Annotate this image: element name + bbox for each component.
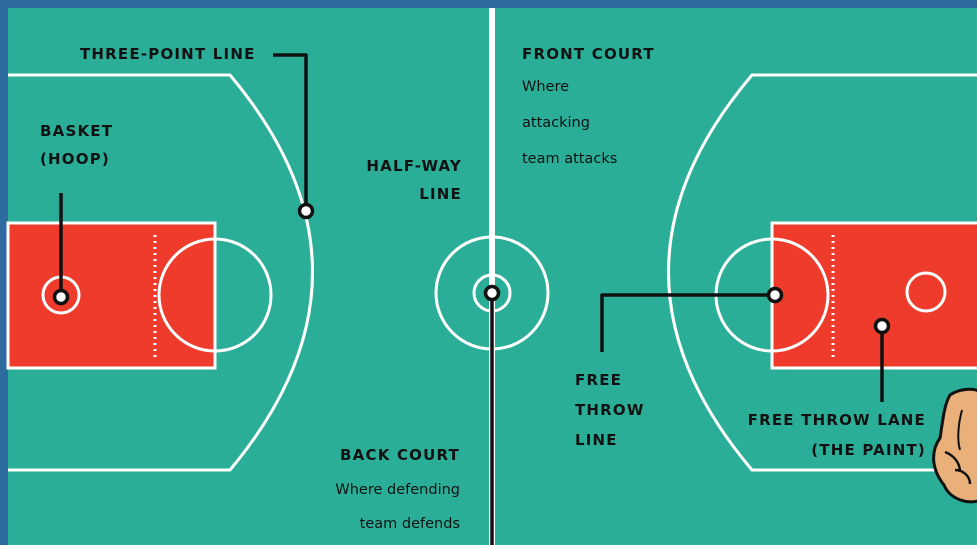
free-throw-line-marker [769, 289, 782, 302]
basket-marker [55, 291, 68, 304]
back-court-desc-line2: team defends [240, 511, 460, 538]
back-court-title: BACK COURT [280, 441, 460, 469]
back-court-desc-line1: Where defending [240, 477, 460, 504]
free-throw-line-label-line2: THROW [575, 396, 645, 424]
right-free-throw-lane [772, 223, 977, 368]
front-court-title: FRONT COURT [522, 40, 655, 68]
front-court-desc-line1: Where [522, 74, 569, 101]
front-court-desc-line3: team attacks [522, 146, 617, 173]
free-throw-line-label-line1: FREE [575, 366, 622, 394]
half-way-line-label-line2: LINE [300, 180, 462, 208]
three-point-line-label: THREE-POINT LINE [80, 40, 256, 68]
half-way-line-label-line1: HALF-WAY [300, 152, 462, 180]
free-throw-lane-label-line1: FREE THROW LANE [690, 406, 926, 434]
basket-label-line2: (HOOP) [40, 145, 110, 173]
front-court-desc-line2: attacking [522, 110, 590, 137]
half-way-line-marker [486, 287, 499, 300]
free-throw-lane-label-line2: (THE PAINT) [690, 436, 926, 464]
basket-label-line1: BASKET [40, 117, 113, 145]
left-free-throw-lane [8, 223, 215, 368]
free-throw-lane-marker [876, 320, 889, 333]
free-throw-line-label-line3: LINE [575, 426, 618, 454]
